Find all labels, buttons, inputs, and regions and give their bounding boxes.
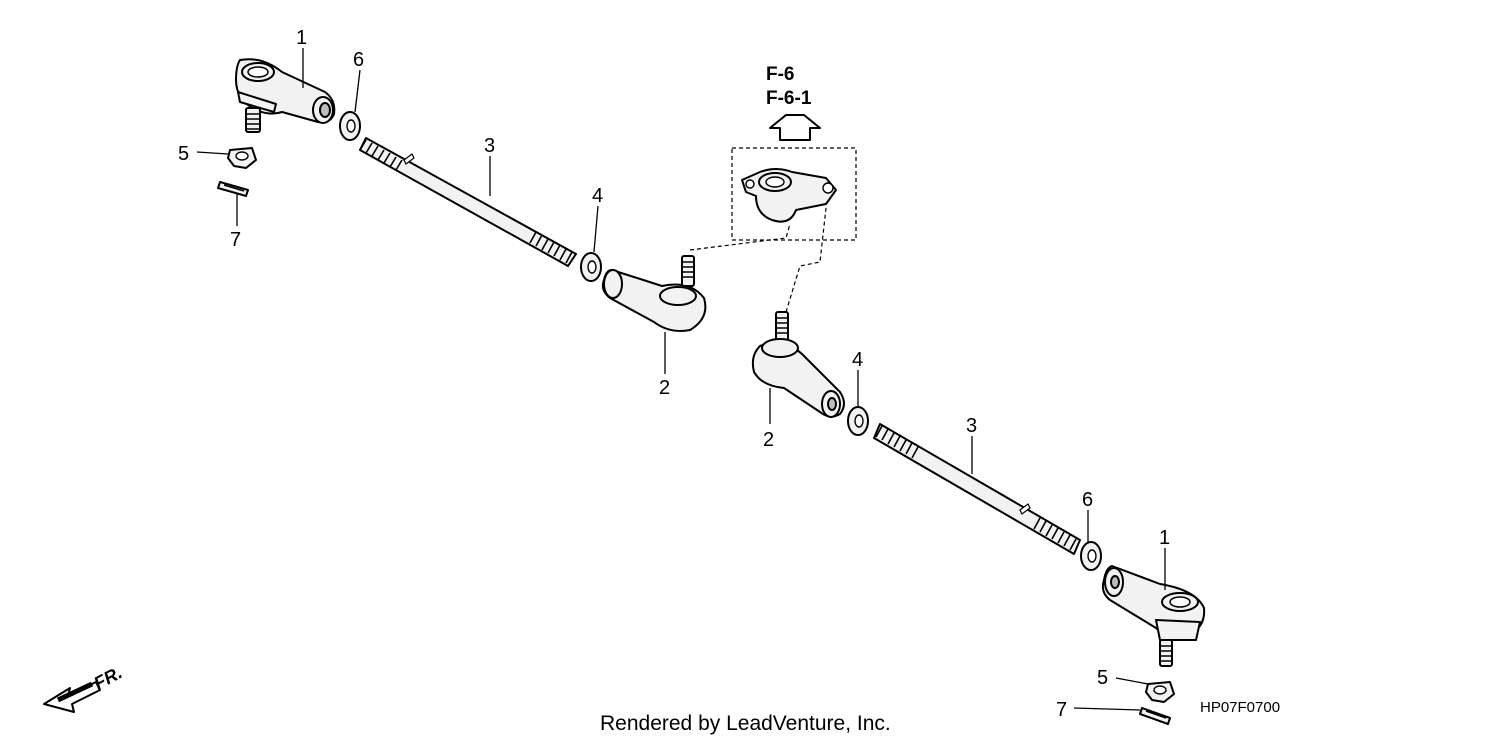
callout-5-right: 5 <box>1097 667 1108 689</box>
credit-text: Rendered by LeadVenture, Inc. <box>600 712 891 735</box>
callout-1-left: 1 <box>296 27 307 49</box>
right-cotter-pin-7 <box>1139 707 1171 725</box>
reference-label-line2: F-6-1 <box>766 88 812 109</box>
left-outer-tie-rod-end <box>235 58 336 133</box>
callout-1-right: 1 <box>1159 527 1170 549</box>
callout-2-right: 2 <box>763 429 774 451</box>
left-locknut-6 <box>339 111 361 141</box>
callout-5-left: 5 <box>178 143 189 165</box>
reference-box-knuckle-arm <box>689 147 857 313</box>
callout-4-right: 4 <box>852 349 863 371</box>
callout-7-right: 7 <box>1056 699 1067 721</box>
left-inner-tie-rod-end <box>601 255 707 332</box>
left-castle-nut-5 <box>227 147 257 169</box>
left-tie-rod-3 <box>359 137 577 267</box>
front-direction-arrow-icon <box>43 681 101 713</box>
right-locknut-6 <box>1080 541 1102 571</box>
right-locknut-4 <box>847 406 869 436</box>
reference-label-line1: F-6 <box>766 64 795 85</box>
right-outer-tie-rod-end <box>1101 565 1206 667</box>
left-locknut-4 <box>580 252 602 282</box>
up-arrow-icon <box>769 114 821 141</box>
callout-4-left: 4 <box>592 185 603 207</box>
callout-6-left: 6 <box>353 49 364 71</box>
callout-3-left: 3 <box>484 135 495 157</box>
right-tie-rod-3 <box>873 423 1081 555</box>
callout-6-right: 6 <box>1082 489 1093 511</box>
callout-2-left: 2 <box>659 377 670 399</box>
leader-lines <box>196 48 1166 711</box>
right-castle-nut-5 <box>1145 681 1175 703</box>
left-cotter-pin-7 <box>217 181 249 197</box>
callout-7-left: 7 <box>230 229 241 251</box>
callout-3-right: 3 <box>966 415 977 437</box>
diagram-code: HP07F0700 <box>1200 699 1280 716</box>
right-inner-tie-rod-end <box>751 311 845 418</box>
